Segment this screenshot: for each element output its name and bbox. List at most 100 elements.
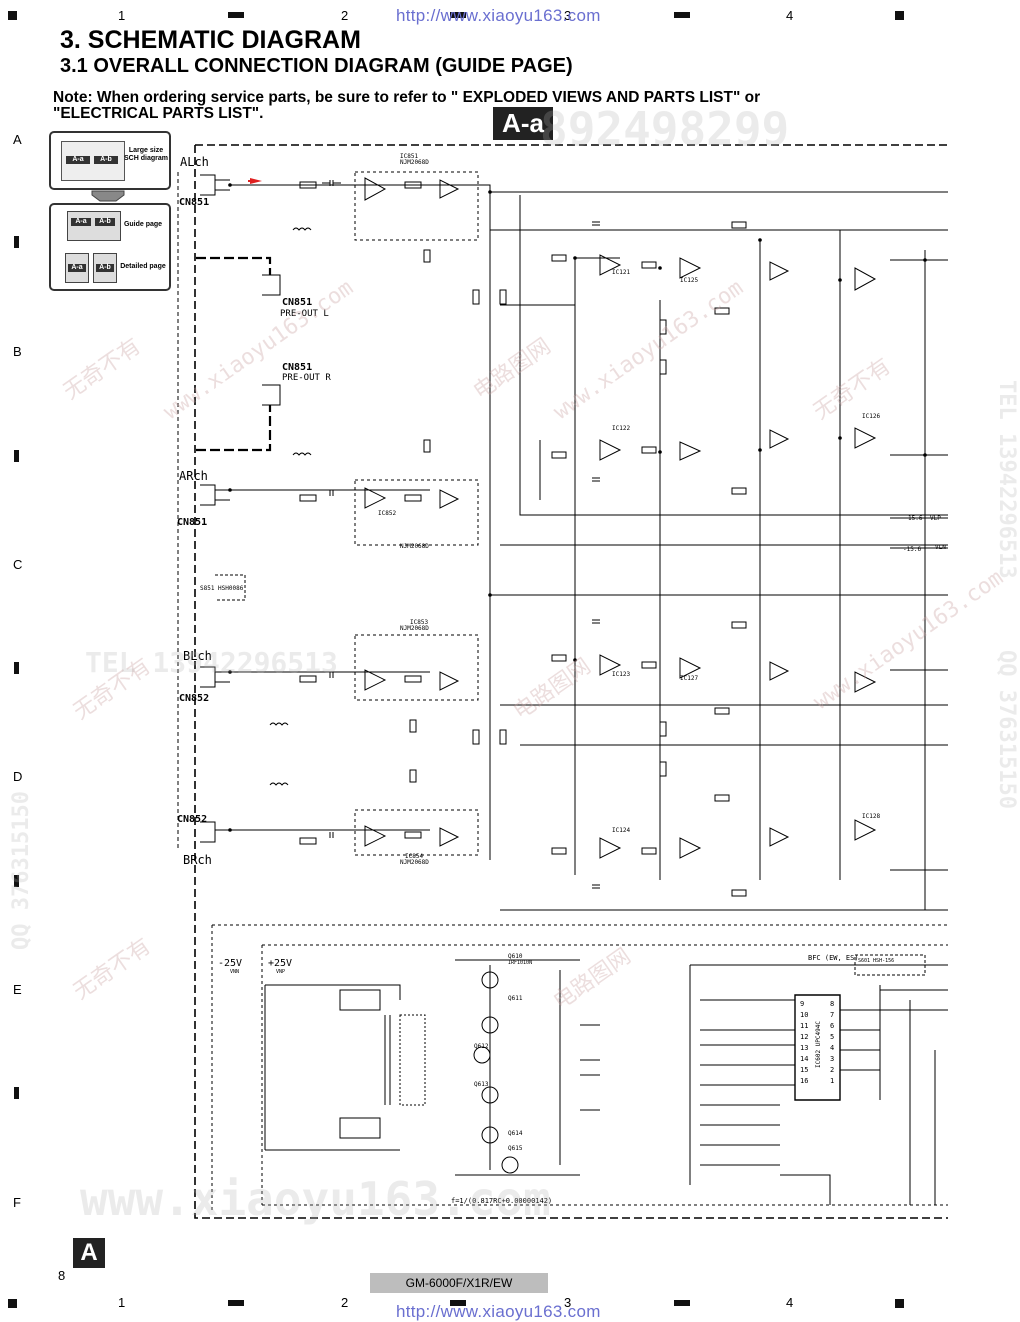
switch-label: S851 HSH0086 <box>200 585 244 592</box>
ic-label: IC853 <box>410 619 428 626</box>
ic-part: NJM2068D <box>400 625 429 632</box>
watermark-text: www.xiaoyu163.com <box>549 275 748 425</box>
watermark-text: www.xiaoyu163.com <box>809 565 1008 715</box>
ic-pin: 14 <box>800 1055 808 1063</box>
column-divider <box>228 12 244 18</box>
column-number: 1 <box>118 8 126 23</box>
ic-pin: 16 <box>800 1077 808 1085</box>
guide-detail-icon-a: A-a <box>65 253 89 283</box>
model-name: GM-6000F/X1R/EW <box>370 1273 548 1293</box>
ic-pin: 10 <box>800 1011 808 1019</box>
supply-node: VNN <box>230 969 239 975</box>
rail-label: VLN <box>935 544 946 551</box>
watermark-tel: TEL 13942296513 <box>85 646 338 679</box>
row-letter: A <box>13 132 22 147</box>
footer-url[interactable]: http://www.xiaoyu163.com <box>396 1302 601 1321</box>
channel-label: BLch <box>183 649 212 663</box>
watermark-tel: TEL 13942296513 <box>994 380 1019 579</box>
registration-mark <box>8 11 17 20</box>
column-number: 1 <box>118 1295 126 1310</box>
connector-label: CN851 <box>177 517 207 528</box>
column-divider <box>674 1300 690 1306</box>
ic-label: IC122 <box>612 425 630 432</box>
registration-mark <box>895 1299 904 1308</box>
guide-box-detail: A-a A-b Guide page A-a A-b Detailed page <box>49 203 171 291</box>
row-divider <box>14 875 19 887</box>
column-number: 2 <box>341 1295 349 1310</box>
watermark-number: 892498299 <box>540 102 789 156</box>
row-divider <box>14 662 19 674</box>
connector-label: CN851 <box>179 197 209 208</box>
ic-label: IC123 <box>612 671 630 678</box>
rail-label: VLP <box>930 515 941 522</box>
row-letter: B <box>13 344 22 359</box>
fet-part: IRF1010N <box>508 960 532 966</box>
ic-label: IC124 <box>612 827 630 834</box>
column-divider <box>228 1300 244 1306</box>
column-number: 3 <box>564 1295 572 1310</box>
transistor-label: Q610 <box>508 953 523 960</box>
supply-node: VNP <box>276 969 285 975</box>
ic-pin: 1 <box>830 1077 834 1085</box>
guide-thumb: A-a A-b <box>61 141 125 181</box>
note-line-1: Note: When ordering service parts, be su… <box>53 89 761 106</box>
rail-label: 15.6 <box>908 515 923 522</box>
transistor-label: Q614 <box>508 1130 523 1137</box>
header-url[interactable]: http://www.xiaoyu163.com <box>396 6 601 25</box>
ic-part: NJM2068D <box>400 159 429 166</box>
guide-detail-cell-a: A-a <box>68 264 86 272</box>
column-divider <box>450 12 466 18</box>
guide-page-label: Guide page <box>123 221 163 228</box>
ic-label: IC854 <box>405 853 423 860</box>
watermark-text: 无奇不有 <box>69 934 155 1005</box>
guide-box-large: A-a A-b Large size SCH diagram <box>49 131 171 190</box>
ic-pin: 4 <box>830 1044 834 1052</box>
ic-pin: 12 <box>800 1033 808 1041</box>
sheet-letter: A <box>73 1238 105 1268</box>
page-number: 8 <box>58 1268 66 1283</box>
watermark-text: 电路图网 <box>549 944 635 1015</box>
connector-label: CN852 <box>179 693 209 704</box>
column-divider <box>450 1300 466 1306</box>
row-divider <box>14 1087 19 1099</box>
transistor-label: Q613 <box>474 1081 489 1088</box>
preout-label: PRE-OUT R <box>282 373 331 383</box>
ic-label: IC127 <box>680 675 698 682</box>
watermark-qq: QQ 376315150 <box>994 650 1019 809</box>
registration-mark <box>895 11 904 20</box>
ic-pin: 13 <box>800 1044 808 1052</box>
ic-pin: 5 <box>830 1033 834 1041</box>
preout-ref: CN851 <box>282 297 312 308</box>
page-title: 3. SCHEMATIC DIAGRAM <box>60 26 361 54</box>
guide-large-label-1: Large size <box>128 147 164 154</box>
ic-pin: 9 <box>800 1000 804 1008</box>
ic-pin: 3 <box>830 1055 834 1063</box>
guide-detail-icon-b: A-b <box>93 253 117 283</box>
ic-pin: 11 <box>800 1022 808 1030</box>
row-divider <box>14 236 19 248</box>
watermark-text: 无奇不有 <box>809 354 895 425</box>
frequency-formula: f=1/(0.817RC+0.00000142) <box>451 1197 552 1205</box>
row-letter: C <box>13 557 23 572</box>
row-letter: F <box>13 1195 21 1210</box>
ic-pin: 2 <box>830 1066 834 1074</box>
transistor-label: Q612 <box>474 1043 489 1050</box>
row-letter: D <box>13 769 23 784</box>
preout-label: PRE-OUT L <box>280 309 329 319</box>
watermark-text: 无奇不有 <box>59 334 145 405</box>
watermark-text: 电路图网 <box>509 654 595 725</box>
guide-large-label-2: SCH diagram <box>124 155 168 162</box>
supply-label: -25V <box>218 958 242 969</box>
column-divider <box>674 12 690 18</box>
ic-pin: 8 <box>830 1000 834 1008</box>
supply-label: +25V <box>268 958 292 969</box>
rail-label: -15.6 <box>903 546 921 553</box>
guide-cell-a: A-a <box>66 156 90 164</box>
ic-label: IC126 <box>862 413 880 420</box>
watermark-text: www.xiaoyu163.com <box>159 275 358 425</box>
guide-detail-cell-b: A-b <box>96 264 114 272</box>
ic-label: IC851 <box>400 153 418 160</box>
ic-pin: 15 <box>800 1066 808 1074</box>
row-letter: E <box>13 982 22 997</box>
detailed-page-label: Detailed page <box>120 263 166 270</box>
